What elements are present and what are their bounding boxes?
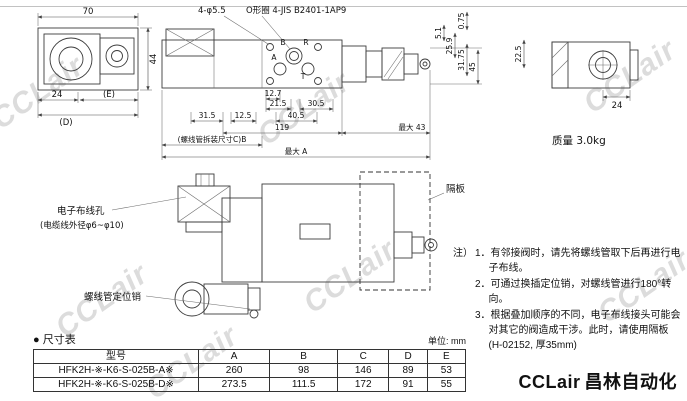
dim-40-5: 40.5	[288, 111, 305, 120]
cell-d: 91	[388, 377, 428, 392]
cable-dia-label: (电缆线外径φ6~φ10)	[40, 220, 124, 231]
port-label-b: B	[280, 38, 285, 47]
port-label-t: T	[300, 72, 306, 81]
dim-solenoid-cb: (螺线管拆装尺寸C)B	[178, 134, 247, 144]
right-end-view: 24 质量 3.0kg	[551, 41, 639, 147]
top-plan-view: B R A T 4-φ5.5 O形圈 4-JIS B2401-1AP9	[161, 6, 526, 160]
dim-31-5: 31.5	[199, 111, 216, 120]
cell-c: 172	[336, 377, 390, 392]
dim-45: 45	[468, 62, 477, 72]
mass-label: 质量 3.0kg	[552, 135, 606, 147]
table-row: HFK2H-※-K6-S-025B-A※ 260 98 146 89 53	[33, 363, 467, 378]
brand-latin: CCLair	[518, 372, 581, 392]
cell-b: 98	[269, 363, 338, 378]
baffle-label: 隔板	[446, 183, 466, 195]
note-item-2: 2．可通过换插定位销，对螺线管进行180°转向。	[475, 279, 672, 305]
page-top-rule	[0, 6, 687, 7]
dim-24-left: 24	[52, 90, 63, 100]
notes-prefix: 注）	[453, 248, 473, 259]
port-label-r: R	[303, 38, 308, 47]
left-end-view: 70 44 24 (E) (D)	[37, 7, 159, 128]
cell-model: HFK2H-※-K6-S-025B-D※	[33, 377, 199, 392]
dim-119: 119	[275, 123, 290, 132]
callout-holes: 4-φ5.5	[198, 6, 226, 16]
cell-e: 53	[426, 363, 467, 378]
cell-model: HFK2H-※-K6-S-025B-A※	[33, 363, 199, 378]
dim-70: 70	[83, 7, 94, 17]
port-label-a: A	[271, 53, 277, 62]
dim-0-75: 0.75	[457, 12, 466, 29]
cell-d: 89	[388, 363, 428, 378]
col-header-e: E	[426, 349, 467, 364]
callout-oring: O形圈 4-JIS B2401-1AP9	[246, 6, 346, 16]
col-header-d: D	[388, 349, 428, 364]
cell-e: 55	[426, 377, 467, 392]
col-header-b: B	[269, 349, 338, 364]
notes-block: 注） 1．有邻接阀时，请先将螺线管取下后再进行电子布线。 2．可通过换插定位销，…	[453, 246, 685, 354]
dimension-table: 型号 A B C D E HFK2H-※-K6-S-025B-A※ 260 98…	[33, 349, 467, 392]
dim-5-1: 5.1	[434, 27, 443, 39]
wiring-hole-label: 电子布线孔	[57, 205, 105, 217]
front-view: 电子布线孔 (电缆线外径φ6~φ10) 螺线管定位销 隔板	[40, 171, 466, 319]
table-unit: 单位: mm	[428, 336, 466, 346]
note-item-3: 3．根据叠加顺序的不同，电子布线接头可能会对其它的阀造成干涉。此时，请使用隔板 …	[475, 310, 681, 351]
table-title: ● 尺寸表	[33, 334, 76, 346]
table-row: HFK2H-※-K6-S-025B-D※ 273.5 111.5 172 91 …	[33, 377, 467, 392]
dim-24-right: 24	[612, 101, 623, 111]
dim-21-5: 21.5	[270, 99, 287, 108]
col-header-a: A	[197, 349, 271, 364]
dim-25-9: 25.9	[445, 37, 454, 54]
note-item-1: 1．有邻接阀时，请先将螺线管取下后再进行电子布线。	[475, 248, 681, 274]
baffle-outline	[359, 171, 431, 291]
dim-12-7: 12.7	[265, 89, 282, 98]
dim-max-a: 最大 A	[285, 146, 308, 156]
dim-D: (D)	[59, 118, 72, 128]
cell-c: 146	[336, 363, 390, 378]
dim-44: 44	[149, 54, 159, 65]
dim-12-5: 12.5	[235, 111, 252, 120]
dim-E: (E)	[103, 90, 115, 100]
dimension-table-section: ● 尺寸表 单位: mm 型号 A B C D E HFK2H-※-K6-S-0…	[33, 331, 467, 392]
notes-list: 1．有邻接阀时，请先将螺线管取下后再进行电子布线。 2．可通过换插定位销，对螺线…	[475, 246, 685, 354]
dim-max-43: 最大 43	[399, 122, 426, 132]
dim-31-75: 31.75	[457, 49, 466, 71]
cell-a: 260	[197, 363, 271, 378]
dim-30-5: 30.5	[308, 99, 325, 108]
positioning-pin-label: 螺线管定位销	[84, 291, 142, 303]
col-header-model: 型号	[33, 349, 199, 364]
col-header-c: C	[336, 349, 390, 364]
cell-a: 273.5	[197, 377, 271, 392]
technical-drawing: 70 44 24 (E) (D)	[37, 6, 639, 319]
cell-b: 111.5	[269, 377, 338, 392]
brand-cn: 昌林自动化	[584, 372, 677, 392]
dim-22-5: 22.5	[514, 45, 523, 62]
table-header-row: 型号 A B C D E	[33, 349, 467, 364]
